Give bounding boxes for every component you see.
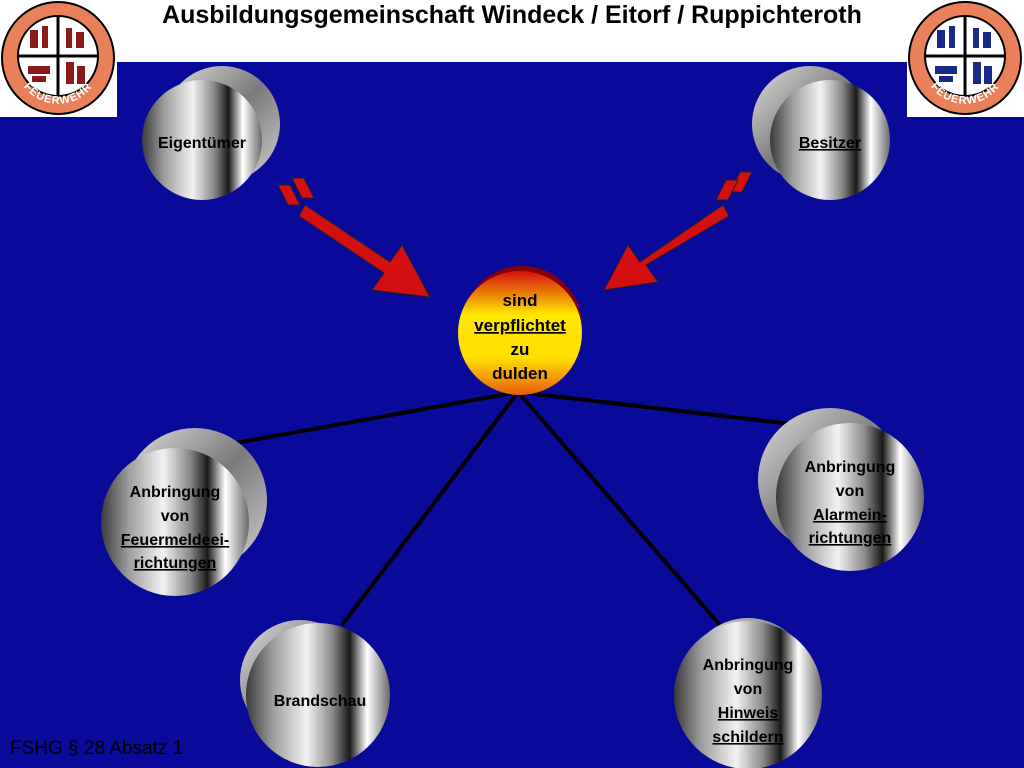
arrow-left [277,177,431,298]
node-signs-line-2: von [734,681,762,698]
page-title: Ausbildungsgemeinschaft Windeck / Eitorf… [162,1,862,29]
node-alarm-line-3: Alarmein- [813,507,887,524]
node-signs-line-3: Hinweis [718,705,779,722]
connector-signs [516,390,722,627]
diagram-area: Eigentümer Besitzer sind verpflichtet zu… [0,62,1024,768]
node-alarm: Anbringung von Alarmein- richtungen [758,408,924,571]
fire-brigade-logo-left: FEUERWEHR [1,1,115,115]
node-owner-label: Eigentümer [158,135,246,152]
right-logo-box: FEUERWEHR [907,0,1024,117]
connector-inspection [340,390,520,627]
arrow-right [603,171,753,291]
header-bar: Ausbildungsgemeinschaft Windeck / Eitorf… [0,0,1024,62]
center-line-2: verpflichtet [474,316,566,335]
node-inspection: Brandschau [240,620,390,767]
node-inspection-label: Brandschau [274,693,366,710]
node-possessor-label: Besitzer [799,135,861,152]
footer-reference: FSHG § 28 Absatz 1 [10,738,184,759]
fire-brigade-logo-right: FEUERWEHR [908,1,1022,115]
node-signs-line-1: Anbringung [703,657,794,674]
node-alarm-line-4: richtungen [809,530,892,547]
node-fire-alarm-line-2: von [161,508,189,525]
node-owner: Eigentümer [142,66,280,200]
left-logo-box: FEUERWEHR [0,0,117,117]
node-signs-line-4: schildern [712,729,783,746]
center-line-1: sind [503,291,538,310]
connector-lines [224,390,801,627]
center-node: sind verpflichtet zu dulden [458,266,582,395]
node-fire-alarm-line-3: Feuermeldeei- [121,532,229,549]
connector-fire-alarm [224,390,519,447]
center-line-3: zu [511,340,530,359]
node-alarm-line-1: Anbringung [805,459,896,476]
node-fire-alarm: Anbringung von Feuermeldeei- richtungen [101,428,267,596]
diagram-canvas: Eigentümer Besitzer sind verpflichtet zu… [101,66,924,768]
node-possessor: Besitzer [752,66,890,200]
center-line-4: dulden [492,364,548,383]
node-fire-alarm-line-1: Anbringung [130,484,221,501]
node-signs: Anbringung von Hinweis schildern [674,618,822,768]
node-alarm-line-2: von [836,483,864,500]
connector-alarm [517,390,801,427]
node-fire-alarm-line-4: richtungen [134,555,217,572]
